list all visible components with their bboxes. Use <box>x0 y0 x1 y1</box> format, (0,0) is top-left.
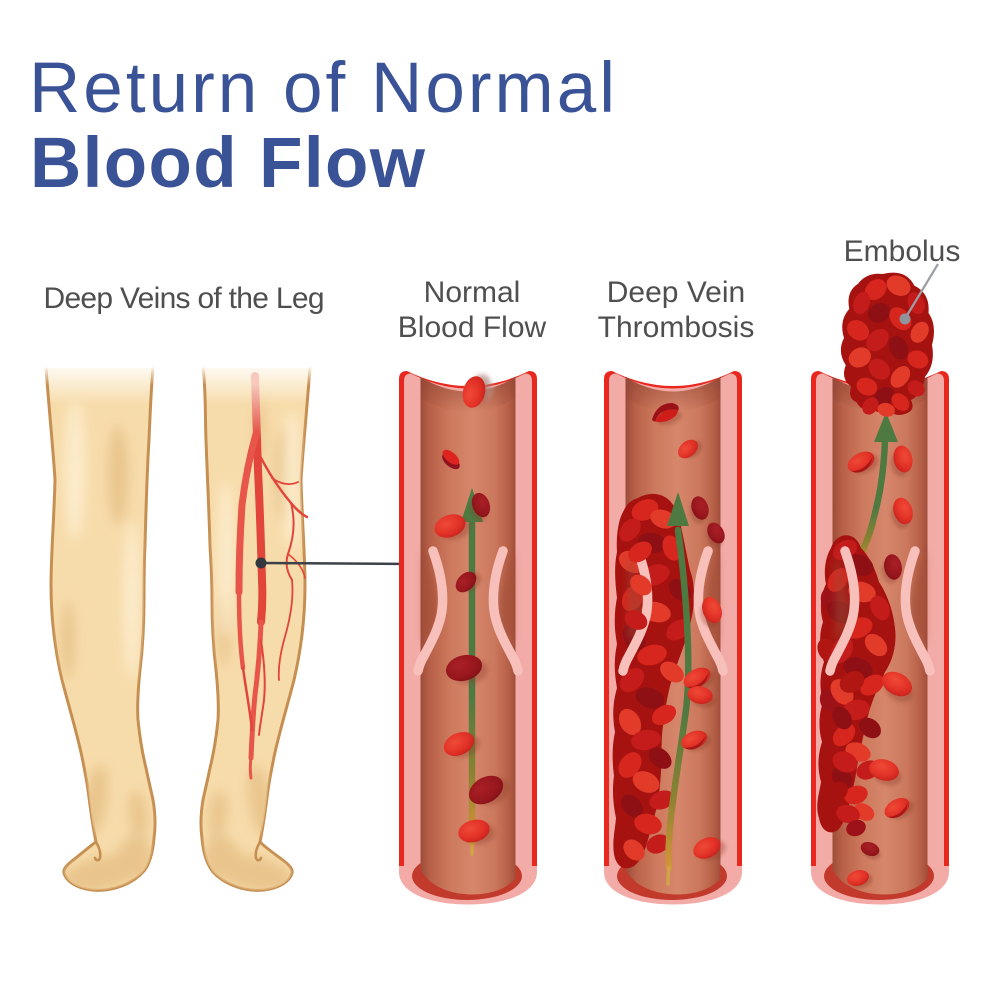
svg-text:Blood Flow: Blood Flow <box>30 124 426 203</box>
svg-text:Return of Normal: Return of Normal <box>29 49 615 128</box>
svg-text:Deep Veins of the Leg: Deep Veins of the Leg <box>44 282 325 315</box>
svg-text:Normal: Normal <box>424 276 521 309</box>
svg-text:Deep Vein: Deep Vein <box>607 276 745 309</box>
svg-text:Thrombosis: Thrombosis <box>598 311 755 344</box>
svg-text:Embolus: Embolus <box>844 235 961 268</box>
svg-text:Blood Flow: Blood Flow <box>398 311 547 344</box>
